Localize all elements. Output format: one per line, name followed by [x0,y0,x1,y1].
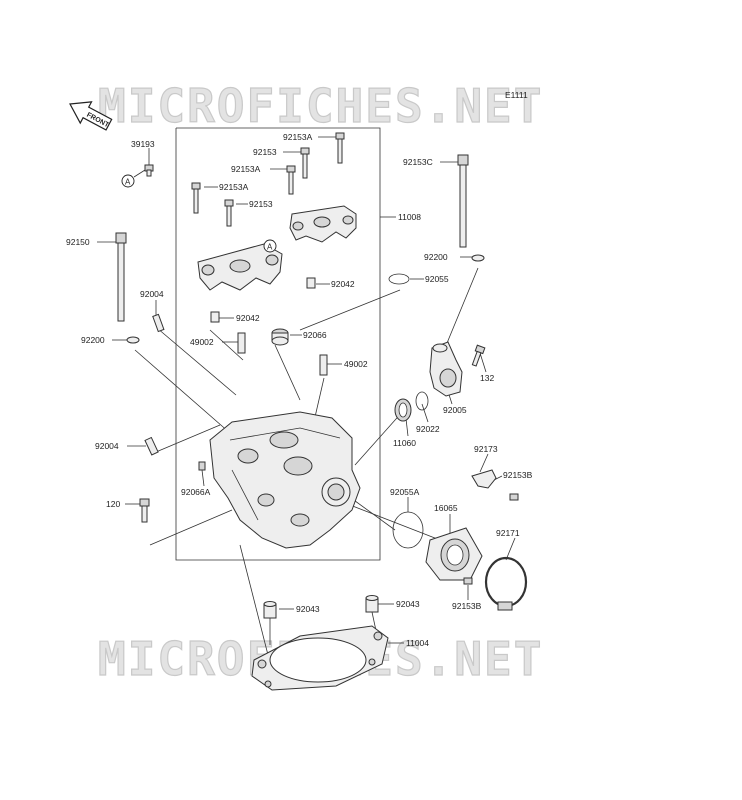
label-92153A-1: 92153A [283,132,313,142]
valve-guide-49002-left [237,332,246,354]
label-92043-2: 92043 [396,599,420,609]
label-120: 120 [106,499,120,509]
label-92150: 92150 [66,237,90,247]
label-92055: 92055 [425,274,449,284]
dowel-92043-left [263,601,277,619]
label-39193: 39193 [131,139,155,149]
ref-mark-a-left: A [121,174,135,188]
label-92042-2: 92042 [236,313,260,323]
dowel-92042-left [210,311,220,323]
valve-guide-49002-right [319,354,328,376]
leader-lines [97,136,516,656]
clamp-92171 [484,556,528,611]
camshaft-cap-bolts [191,132,345,227]
label-92022: 92022 [416,424,440,434]
stud-92004-top [152,313,165,333]
dowel-92042-right [306,277,316,289]
part-labels: 39193 92153A 92153 92153A 92153A 92153 9… [66,132,533,648]
bolt-92153B-upper [509,493,519,501]
label-92153-2: 92153 [249,199,273,209]
o-ring-92055A [392,511,424,549]
label-92153A-2: 92153A [231,164,261,174]
label-92200-2: 92200 [81,335,105,345]
label-92004-2: 92004 [95,441,119,451]
plug-92066A [198,461,206,471]
stud-92004-lower [144,436,159,456]
label-92153-1: 92153 [253,147,277,157]
seal-11060 [394,398,412,422]
washer-92200-left [126,336,140,344]
head-gasket-11004 [251,625,389,691]
label-92153B-2: 92153B [452,601,482,611]
o-ring-92022 [415,391,429,411]
label-49002-2: 49002 [344,359,368,369]
diagram-code: E1111 [505,90,528,100]
bolt-120 [139,498,150,523]
label-92042-1: 92042 [331,279,355,289]
label-92055A: 92055A [390,487,420,497]
label-16065: 16065 [434,503,458,513]
cylinder-head-body [209,411,361,549]
label-92173: 92173 [474,444,498,454]
label-11008: 11008 [398,212,421,222]
label-132: 132 [480,373,494,383]
label-92153A-3: 92153A [219,182,249,192]
water-outlet-92005 [429,341,463,397]
bracket-92173 [471,469,497,489]
seal-92066 [271,328,289,346]
label-92005: 92005 [443,405,467,415]
label-92153B-1: 92153B [503,470,533,480]
intake-holder-16065 [425,527,483,581]
label-92153C: 92153C [403,157,433,167]
bolt-132 [471,344,486,367]
label-92200-1: 92200 [424,252,448,262]
bolt-92150 [115,232,140,344]
svg-text:A: A [267,243,273,252]
label-11060: 11060 [393,438,416,448]
label-92066: 92066 [303,330,327,340]
svg-text:A: A [125,178,131,187]
label-92066A: 92066A [181,487,211,497]
camshaft-cap-left [197,243,283,291]
label-49002-1: 49002 [190,337,214,347]
assembly-frame [175,127,381,561]
label-92043-1: 92043 [296,604,320,614]
dowel-92043-right [365,595,379,613]
ref-mark-a-right: A [263,239,277,253]
label-92171: 92171 [496,528,520,538]
o-ring-92055 [388,273,410,285]
bolt-92153B-lower [463,577,473,585]
watermark-top: MICROFICHES.NET [98,79,543,133]
bolt-92153C [457,154,485,262]
label-11004: 11004 [406,638,429,648]
camshaft-cap-right [289,205,357,243]
part-39193-bolt [133,164,154,178]
washer-92200-right [471,254,485,262]
label-92004-1: 92004 [140,289,164,299]
